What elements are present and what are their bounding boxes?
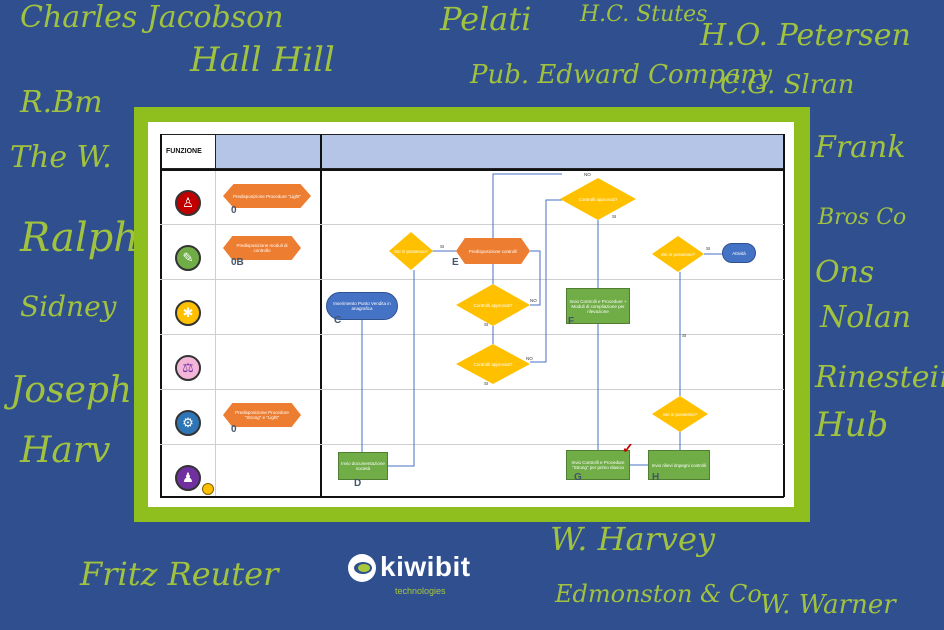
signature: Joseph <box>10 370 133 411</box>
hex-procedure-strong-light: Predisposizione Procedure "Strong" e "Li… <box>223 403 301 427</box>
hex-predisposizione-controlli: Predisposizione controlli <box>456 238 530 264</box>
step-label: E <box>452 257 459 268</box>
start-pill-inserimento: Inserimento Punto Vendita in anagrafica <box>326 292 398 320</box>
signature: Pub. Edward Company <box>470 60 772 90</box>
signature: Nolan <box>820 300 912 335</box>
box-invio-controlli-strong: Invio Controlli e Procedure "Strong" per… <box>566 450 630 480</box>
step-label: 0B <box>231 257 244 268</box>
grid-line <box>160 134 162 497</box>
box-invio-documentazione: Invio documentazione società <box>338 452 388 480</box>
signature: H.O. Petersen <box>700 18 911 53</box>
signature: H.C. Stutes <box>580 2 708 27</box>
signature: Charles Jacobson <box>20 0 284 35</box>
smiley-yellow-icon <box>202 483 214 495</box>
logo-subtitle: technologies <box>395 586 446 596</box>
flow-label-si: SI <box>440 244 445 249</box>
lane-separator <box>160 334 784 335</box>
header-function-label: FUNZIONE <box>166 148 202 155</box>
signature: Ralph <box>20 215 140 261</box>
signature: R.Bm <box>20 85 103 120</box>
grid-header-line <box>160 169 784 171</box>
signature: Fritz Reuter <box>80 555 279 593</box>
worker-purple-icon: ♟ <box>175 465 201 491</box>
grid-bottom-line <box>160 496 784 498</box>
step-label: H <box>652 472 660 483</box>
lane-separator <box>160 444 784 445</box>
signature: W. Harvey <box>550 520 716 558</box>
signature: Frank <box>815 130 906 165</box>
logo-word: kiwibit <box>380 551 471 582</box>
signature: Hub <box>815 405 889 445</box>
grid-line <box>783 134 785 497</box>
lane-separator <box>160 389 784 390</box>
lane-separator <box>160 279 784 280</box>
signature: Sidney <box>20 290 117 323</box>
signature: Hall Hill <box>190 40 335 80</box>
flow-label-si: SI <box>706 246 711 251</box>
flow-label-si: SI <box>484 322 489 327</box>
step-label: F <box>568 316 575 327</box>
flow-label-no: NO <box>584 172 591 177</box>
document-green-icon: ✎ <box>175 245 201 271</box>
hex-procedure-light: Predisposizione Procedure "Light" <box>223 184 311 208</box>
signature: Pelati <box>440 0 532 38</box>
step-label: C <box>334 315 342 326</box>
hex-moduli-controllo: Predisposizione moduli di controllo <box>223 236 301 260</box>
scales-pink-icon: ⚖ <box>175 355 201 381</box>
grid-line <box>215 169 216 497</box>
signature: Ons <box>815 255 875 290</box>
grid-line <box>320 134 322 497</box>
end-pill-attivita: Attività <box>722 243 756 263</box>
signature: C.G. Slran <box>720 70 855 100</box>
header-cell-3 <box>321 134 784 169</box>
signature: Rinestein <box>815 360 944 395</box>
lane-separator <box>160 224 784 225</box>
box-invio-controlli-moduli: Invio Controlli e Procedure + Moduli di … <box>566 288 630 324</box>
step-label: G <box>574 472 582 483</box>
header-cell-2 <box>215 134 322 169</box>
network-yellow-icon: ✱ <box>175 300 201 326</box>
kiwibit-logo: kiwibit <box>348 552 471 582</box>
check-mark-icon: ✓ <box>622 440 634 456</box>
step-label: D <box>354 478 362 489</box>
flow-label-no: NO <box>530 298 537 303</box>
flow-label-no: NO <box>526 356 533 361</box>
signature: Edmonston & Co <box>555 580 762 608</box>
step-label: 0 <box>231 424 237 435</box>
gears-blue-icon: ⚙ <box>175 410 201 436</box>
flow-label-si: SI <box>484 381 489 386</box>
signature: Harv <box>20 430 111 471</box>
kiwi-bird-icon <box>348 554 376 582</box>
step-label: 0 <box>231 205 237 216</box>
signature: The W. <box>10 140 112 175</box>
person-red-icon: ♙ <box>175 190 201 216</box>
signature: W. Warner <box>760 590 896 620</box>
box-invio-rilievi: Invio rilievi impegni controlli <box>648 450 710 480</box>
flow-label-si: SI <box>682 333 687 338</box>
flow-label-si: SI <box>612 214 617 219</box>
signature: Bros Co <box>818 205 907 230</box>
